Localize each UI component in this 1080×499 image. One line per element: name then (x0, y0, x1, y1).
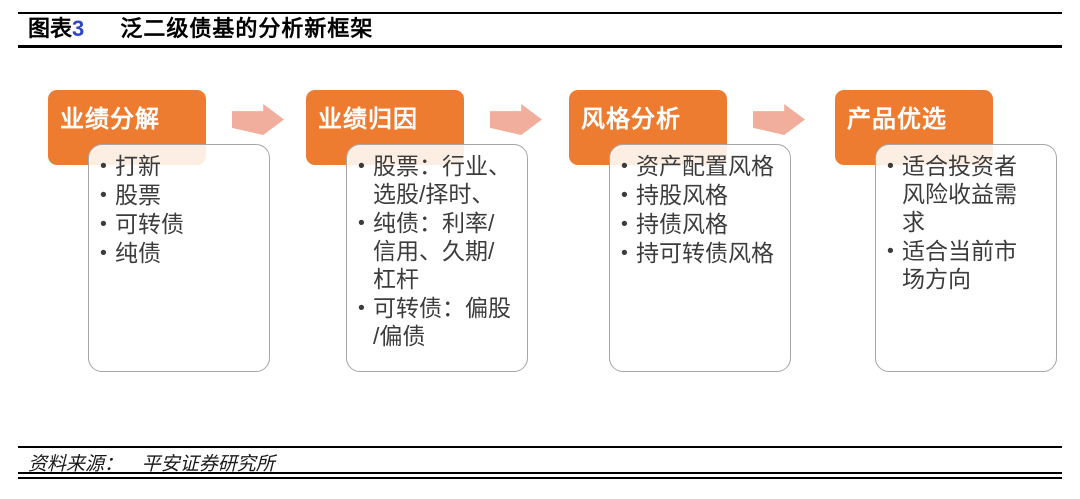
figure-label: 图表3 (28, 16, 84, 41)
arrow-right-icon (753, 104, 805, 135)
figure-title: 泛二级债基的分析新框架 (120, 16, 374, 41)
step-body-2: 股票：行业、 选股/择时、纯债：利率/ 信用、久期/ 杠杆可转债：偏股 /偏债 (346, 144, 528, 372)
bullet-item: 资产配置风格 (620, 152, 784, 180)
bullet-item: 可转债：偏股 /偏债 (357, 294, 521, 350)
step-bullet-list: 打新股票可转债纯债 (99, 152, 263, 267)
figure-label-number: 3 (72, 16, 85, 41)
bullet-item: 持可转债风格 (620, 239, 784, 267)
bullet-item: 适合当前市 场方向 (886, 237, 1050, 293)
bullet-item: 可转债 (99, 210, 263, 238)
step-body-3: 资产配置风格持股风格持债风格持可转债风格 (609, 144, 791, 372)
step-bullet-list: 资产配置风格持股风格持债风格持可转债风格 (620, 152, 784, 267)
source-label: 资料来源： (28, 454, 124, 475)
bullet-item: 持债风格 (620, 210, 784, 238)
arrow-right-icon (232, 104, 284, 135)
step-bullet-list: 适合投资者 风险收益需 求适合当前市 场方向 (886, 152, 1050, 293)
step-body-1: 打新股票可转债纯债 (88, 144, 270, 372)
source-text: 平安证券研究所 (141, 454, 275, 475)
step-body-4: 适合投资者 风险收益需 求适合当前市 场方向 (875, 144, 1057, 372)
bullet-item: 持股风格 (620, 181, 784, 209)
source-top-rule (18, 446, 1062, 448)
bottom-rule-2 (18, 477, 1062, 479)
top-rule (18, 12, 1062, 14)
figure-title-row: 图表3 泛二级债基的分析新框架 (28, 16, 373, 42)
step-bullet-list: 股票：行业、 选股/择时、纯债：利率/ 信用、久期/ 杠杆可转债：偏股 /偏债 (357, 152, 521, 350)
bullet-item: 打新 (99, 152, 263, 180)
figure-label-prefix: 图表 (28, 16, 73, 41)
bullet-item: 股票：行业、 选股/择时、 (357, 152, 521, 208)
arrow-right-icon (490, 104, 542, 135)
bullet-item: 纯债：利率/ 信用、久期/ 杠杆 (357, 209, 521, 293)
bullet-item: 适合投资者 风险收益需 求 (886, 152, 1050, 236)
bullet-item: 股票 (99, 181, 263, 209)
title-bottom-rule (18, 45, 1062, 48)
source-row: 资料来源： 平安证券研究所 (28, 449, 275, 476)
bullet-item: 纯债 (99, 239, 263, 267)
bottom-rule-1 (18, 472, 1062, 474)
